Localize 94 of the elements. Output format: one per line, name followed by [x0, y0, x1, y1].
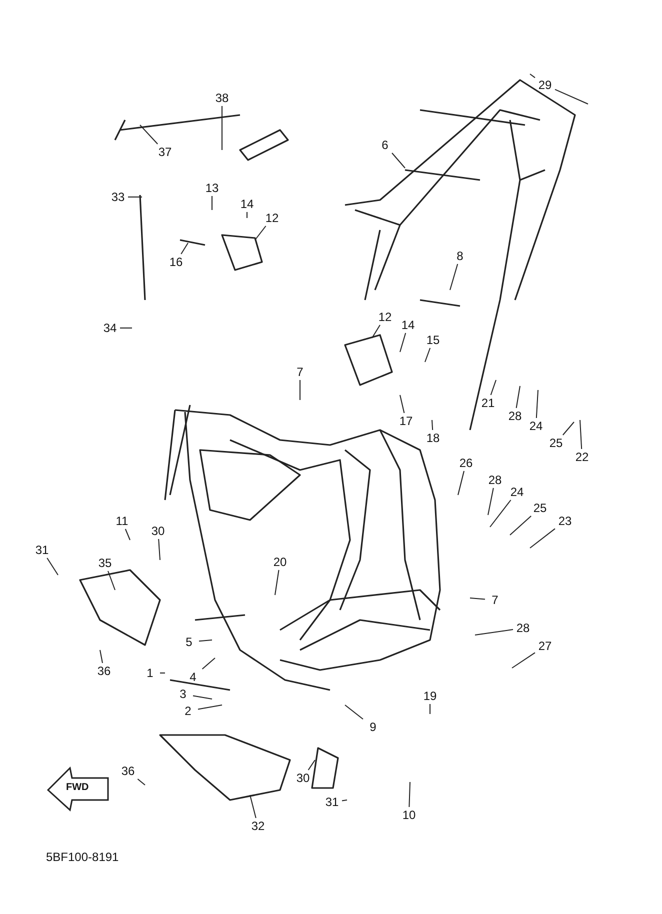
callout-number: 33: [110, 190, 126, 204]
callout-number: 9: [368, 720, 378, 734]
callout-number: 5: [184, 635, 194, 649]
callout-number: 36: [120, 764, 136, 778]
callout-number: 34: [102, 321, 118, 335]
callout-number: 13: [204, 181, 220, 195]
leader-line: [124, 528, 130, 540]
leader-line: [400, 394, 405, 414]
callout-number: 20: [272, 555, 288, 569]
leader-line: [198, 704, 222, 710]
leader-line: [202, 658, 216, 670]
callout-number: 12: [377, 310, 393, 324]
leader-line: [392, 152, 406, 168]
callout-number: 30: [150, 524, 166, 538]
leader-line: [580, 420, 582, 450]
callout-number: 17: [398, 414, 414, 428]
leader-line: [512, 652, 536, 668]
callout-number: 16: [168, 255, 184, 269]
leader-line: [530, 528, 556, 548]
callout-number: 36: [96, 664, 112, 678]
leader-line: [128, 196, 142, 198]
leader-line: [308, 760, 316, 770]
leader-line: [458, 470, 464, 496]
callout-number: 28: [487, 473, 503, 487]
callout-number: 22: [574, 450, 590, 464]
callout-number: 30: [295, 771, 311, 785]
leader-line: [536, 390, 538, 418]
leader-line: [100, 650, 103, 664]
leader-line: [554, 88, 588, 104]
callout-number: 25: [532, 501, 548, 515]
callout-number: 26: [458, 456, 474, 470]
leader-line: [516, 386, 520, 408]
leader-line: [490, 380, 496, 396]
leader-line: [400, 332, 406, 352]
leader-line: [342, 800, 348, 802]
callout-number: 18: [425, 431, 441, 445]
callout-number: 24: [528, 419, 544, 433]
leader-line: [250, 794, 256, 818]
callout-number: 29: [537, 78, 553, 92]
leader-line: [198, 640, 212, 642]
leader-line: [274, 570, 280, 596]
leader-line: [108, 570, 116, 590]
callout-number: 6: [380, 138, 390, 152]
leader-line: [246, 212, 248, 218]
callout-number: 37: [157, 145, 173, 159]
leader-line: [158, 538, 160, 560]
leader-line: [470, 598, 486, 600]
leader-line: [372, 324, 380, 338]
callout-number: 28: [515, 621, 531, 635]
callout-number: 38: [214, 91, 230, 105]
leader-line: [160, 672, 166, 674]
callout-number: 25: [548, 436, 564, 450]
callout-number: 27: [537, 639, 553, 653]
callout-number: 14: [400, 318, 416, 332]
direction-label: FWD: [66, 782, 89, 793]
leader-line: [192, 695, 212, 700]
leader-line: [450, 264, 458, 290]
callout-number: 24: [509, 485, 525, 499]
callout-number: 4: [188, 670, 198, 684]
callout-number: 31: [34, 543, 50, 557]
leader-line: [562, 422, 574, 436]
callout-number: 8: [456, 249, 464, 263]
leader-line: [530, 74, 536, 78]
leader-line: [344, 704, 364, 720]
callout-number: 7: [296, 365, 304, 379]
callout-number: 31: [324, 795, 340, 809]
leader-line: [424, 348, 431, 362]
callout-number: 2: [184, 704, 192, 718]
leader-line: [137, 778, 146, 786]
callout-number: 19: [422, 689, 438, 703]
callout-number: 1: [146, 666, 154, 680]
callout-number: 10: [401, 808, 417, 822]
callout-number: 12: [264, 211, 280, 225]
callout-number: 14: [239, 197, 255, 211]
leader-line: [474, 629, 514, 636]
leader-line: [488, 488, 494, 516]
leader-line: [510, 516, 532, 536]
leader-line: [432, 420, 434, 430]
leader-line: [46, 558, 58, 576]
leader-line: [180, 242, 188, 254]
leader-line: [408, 782, 410, 808]
drawing-number: 5BF100-8191: [46, 850, 119, 864]
callout-number: 32: [250, 819, 266, 833]
callout-number: 7: [490, 593, 500, 607]
callout-number: 23: [557, 514, 573, 528]
leader-line: [490, 500, 512, 528]
callout-number: 21: [480, 396, 496, 410]
leader-line: [254, 226, 266, 240]
leader-line: [140, 124, 158, 144]
callout-number: 15: [425, 333, 441, 347]
callout-number: 28: [507, 409, 523, 423]
callout-number: 11: [114, 514, 130, 528]
callout-number: 3: [178, 687, 188, 701]
callout-number: 35: [97, 556, 113, 570]
